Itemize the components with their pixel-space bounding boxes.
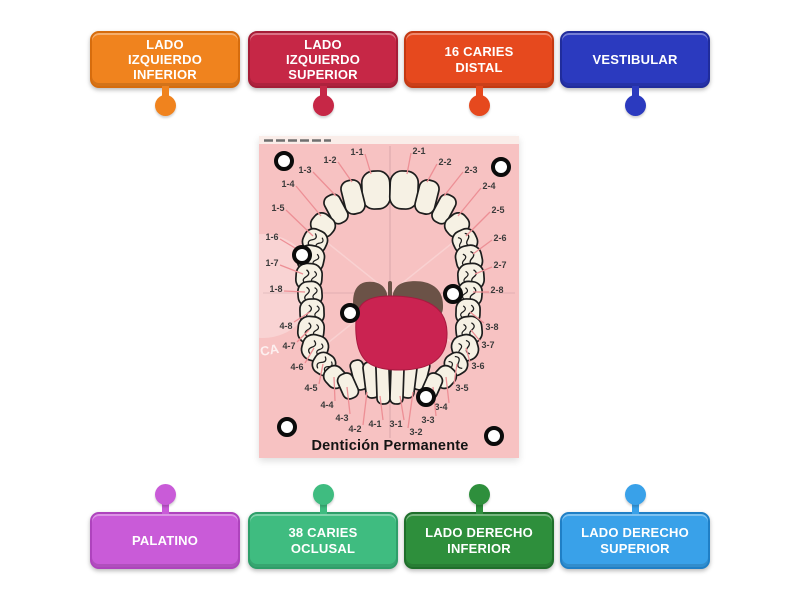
- cropped-top-strip: [259, 136, 519, 144]
- drop-target-8[interactable]: [483, 425, 504, 446]
- pin-ball: [312, 484, 334, 505]
- label-chip-text: PALATINO: [131, 532, 199, 548]
- tooth-number-labels: 1-1 2-1 1-2 2-2 1-3 2-3 1-4 2-4 1-5 2-5 1-6 2-6 1-7 2…: [265, 146, 506, 437]
- pin-ball: [468, 484, 490, 505]
- tooth-label-1-7: 1-7: [265, 258, 278, 268]
- tooth-label-2-5: 2-5: [491, 205, 504, 215]
- pin-ball: [624, 484, 646, 505]
- pin-ball: [154, 95, 176, 116]
- tooth-label-4-3: 4-3: [335, 413, 348, 423]
- label-chip-text: LADO IZQUIERDO INFERIOR: [127, 36, 203, 83]
- tooth-label-4-8: 4-8: [279, 321, 292, 331]
- pin-stem: [631, 501, 639, 514]
- tooth-label-3-1: 3-1: [389, 419, 402, 429]
- tooth-label-2-2: 2-2: [438, 157, 451, 167]
- tooth-label-1-1: 1-1: [350, 147, 363, 157]
- pin-stem: [161, 501, 169, 514]
- tooth-label-4-2: 4-2: [348, 424, 361, 434]
- tooth-label-2-4: 2-4: [482, 181, 495, 191]
- tooth-label-2-6: 2-6: [493, 233, 506, 243]
- label-chip-lado-derecho-superior[interactable]: LADO DERECHO SUPERIOR: [560, 484, 710, 569]
- tooth-label-3-6: 3-6: [471, 361, 484, 371]
- tooth-label-4-5: 4-5: [304, 383, 317, 393]
- tooth-label-1-4: 1-4: [281, 179, 294, 189]
- drop-target-1[interactable]: [273, 150, 294, 171]
- pin-ball: [312, 95, 334, 116]
- label-chip-text: LADO DERECHO SUPERIOR: [581, 525, 689, 556]
- lower-front-teeth: [349, 359, 431, 405]
- pin-stem: [319, 501, 327, 514]
- label-chip-lado-izquierdo-superior[interactable]: LADO IZQUIERDO SUPERIOR: [248, 31, 398, 116]
- tooth-label-4-7: 4-7: [282, 341, 295, 351]
- pin-ball: [624, 95, 646, 116]
- tooth-label-1-5: 1-5: [271, 203, 284, 213]
- tooth-label-3-4: 3-4: [434, 402, 447, 412]
- label-chip-palatino[interactable]: PALATINO: [90, 484, 240, 569]
- tooth-label-2-1: 2-1: [412, 146, 425, 156]
- label-chip-lado-izquierdo-inferior[interactable]: LADO IZQUIERDO INFERIOR: [90, 31, 240, 116]
- pin-stem: [631, 86, 639, 99]
- pin-stem: [161, 86, 169, 99]
- label-chip-16-caries-distal[interactable]: 16 CARIES DISTAL: [404, 31, 554, 116]
- tooth-label-1-2: 1-2: [323, 155, 336, 165]
- diagram-title: Dentición Permanente: [311, 438, 468, 454]
- label-chip-vestibular[interactable]: VESTIBULAR: [560, 31, 710, 116]
- tooth-label-1-6: 1-6: [265, 232, 278, 242]
- label-chip-text: 38 CARIES OCLUSAL: [288, 525, 358, 556]
- tooth-label-1-3: 1-3: [298, 165, 311, 175]
- tooth-label-2-8: 2-8: [490, 285, 503, 295]
- tooth-label-4-4: 4-4: [320, 400, 333, 410]
- label-chip-38-caries-oclusal[interactable]: 38 CARIES OCLUSAL: [248, 484, 398, 569]
- tongue: [355, 295, 448, 371]
- tooth-label-4-6: 4-6: [290, 362, 303, 372]
- pin-ball: [468, 95, 490, 116]
- tooth-label-2-7: 2-7: [493, 260, 506, 270]
- pin-stem: [319, 86, 327, 99]
- tooth-label-2-3: 2-3: [464, 165, 477, 175]
- drop-target-5[interactable]: [339, 302, 360, 323]
- pin-stem: [475, 86, 483, 99]
- pin-stem: [475, 501, 483, 514]
- tooth-label-3-5: 3-5: [455, 383, 468, 393]
- tooth-label-3-7: 3-7: [481, 340, 494, 350]
- label-chip-text: LADO DERECHO INFERIOR: [425, 525, 533, 556]
- drop-target-3[interactable]: [291, 244, 312, 265]
- label-chip-text: VESTIBULAR: [592, 51, 678, 67]
- label-chip-text: 16 CARIES DISTAL: [444, 44, 514, 75]
- drop-target-6[interactable]: [415, 386, 436, 407]
- drop-target-2[interactable]: [490, 156, 511, 177]
- drop-target-7[interactable]: [276, 416, 297, 437]
- watermark-text: CA: [259, 341, 281, 359]
- tooth-label-1-8: 1-8: [269, 284, 282, 294]
- drop-target-4[interactable]: [442, 283, 463, 304]
- label-chip-text: LADO IZQUIERDO SUPERIOR: [285, 36, 361, 83]
- pin-ball: [154, 484, 176, 505]
- tooth-label-4-1: 4-1: [368, 419, 381, 429]
- tooth-label-3-3: 3-3: [421, 415, 434, 425]
- tooth-label-3-8: 3-8: [485, 322, 498, 332]
- label-chip-lado-derecho-inferior[interactable]: LADO DERECHO INFERIOR: [404, 484, 554, 569]
- tooth-label-3-2: 3-2: [409, 427, 422, 437]
